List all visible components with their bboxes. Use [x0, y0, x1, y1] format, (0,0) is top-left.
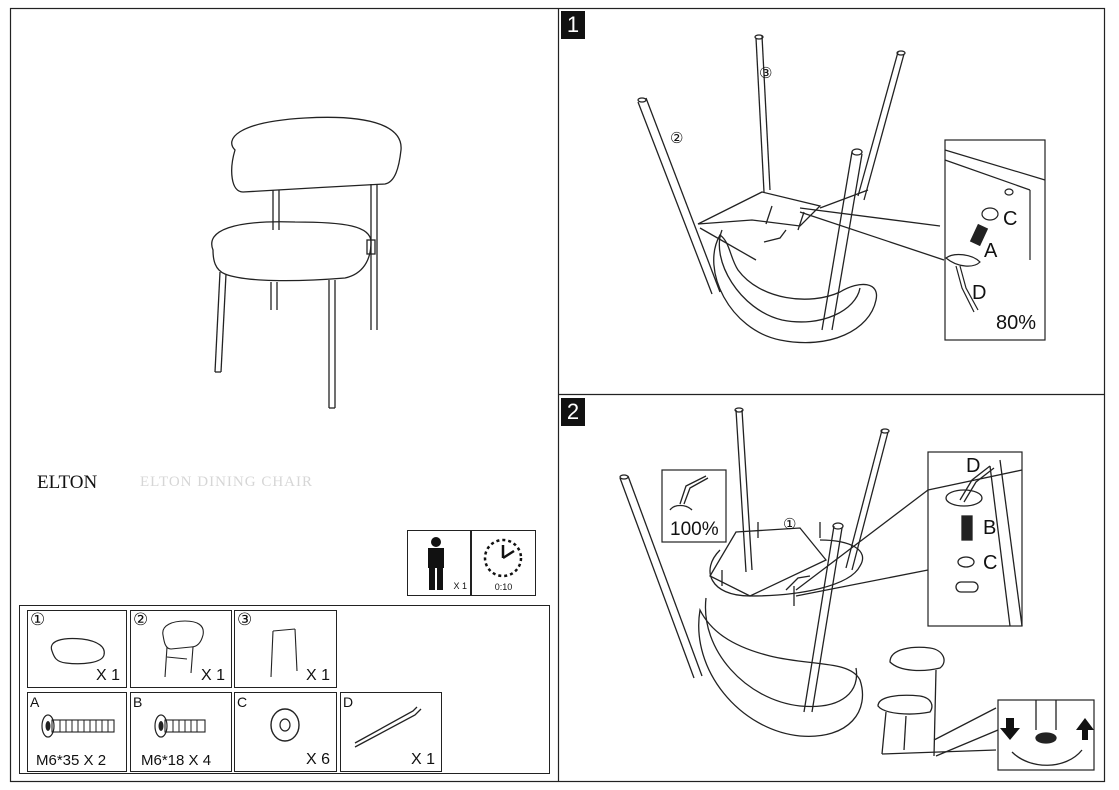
step-2-detail-washer: C [983, 552, 998, 574]
backrest-frame-icon [162, 620, 204, 678]
part-id: ① [30, 610, 46, 629]
hardware-desc: M6*35 X 2 [36, 752, 107, 769]
long-bolt-icon [41, 714, 115, 738]
clock-icon [483, 538, 523, 578]
hardware-box-b: B M6*18 X 4 [130, 692, 232, 772]
step-2-tighten-percent: 100% [670, 519, 719, 540]
step-1-callout-part2: ② [670, 130, 684, 147]
step-1-illustration [637, 34, 1046, 344]
hardware-box-c: C X 6 [234, 692, 337, 772]
step-1-detail-washer: C [1003, 208, 1018, 230]
person-icon [428, 537, 444, 590]
seat-icon [50, 637, 105, 665]
part-box-2: ② X 1 [130, 610, 232, 688]
hardware-qty: X 6 [305, 751, 330, 768]
hardware-box-d: D X 1 [340, 692, 442, 772]
part-id: ③ [237, 610, 253, 629]
hardware-id: B [133, 694, 143, 710]
step-2-detail-key: D [966, 455, 981, 477]
people-count: X 1 [453, 581, 467, 591]
time-box: 0:10 [471, 530, 536, 596]
product-name: ELTON [37, 472, 98, 493]
washer-icon [270, 708, 300, 742]
hardware-desc: M6*18 X 4 [141, 752, 212, 769]
rear-leg-frame-icon [270, 628, 298, 678]
step-1-number: 1 [561, 11, 585, 39]
part-qty: X 1 [200, 667, 225, 684]
part-qty: X 1 [305, 667, 330, 684]
step-2-illustration [619, 407, 1095, 771]
people-box: X 1 [407, 530, 471, 596]
step-2-callout-part1: ① [783, 516, 797, 533]
part-box-3: ③ X 1 [234, 610, 337, 688]
time-value: 0:10 [494, 582, 513, 592]
step-1-callout-part3: ③ [759, 65, 773, 82]
part-id: ② [133, 610, 149, 629]
step-1-tighten-percent: 80% [996, 312, 1037, 334]
product-subtitle: ELTON DINING CHAIR [140, 474, 313, 490]
step-1-detail-key: D [972, 282, 987, 304]
step-2-detail-bolt: B [983, 517, 997, 539]
hardware-qty: X 1 [410, 751, 435, 768]
hardware-id: C [237, 694, 248, 710]
step-1-detail-bolt: A [984, 240, 998, 262]
short-bolt-icon [154, 714, 206, 738]
allen-key-icon [354, 706, 422, 748]
step-2-number: 2 [561, 398, 585, 426]
hardware-box-a: A M6*35 X 2 [27, 692, 127, 772]
chair-illustration [211, 116, 402, 409]
hardware-id: D [343, 694, 354, 710]
part-box-1: ① X 1 [27, 610, 127, 688]
hardware-id: A [30, 694, 40, 710]
part-qty: X 1 [95, 667, 120, 684]
